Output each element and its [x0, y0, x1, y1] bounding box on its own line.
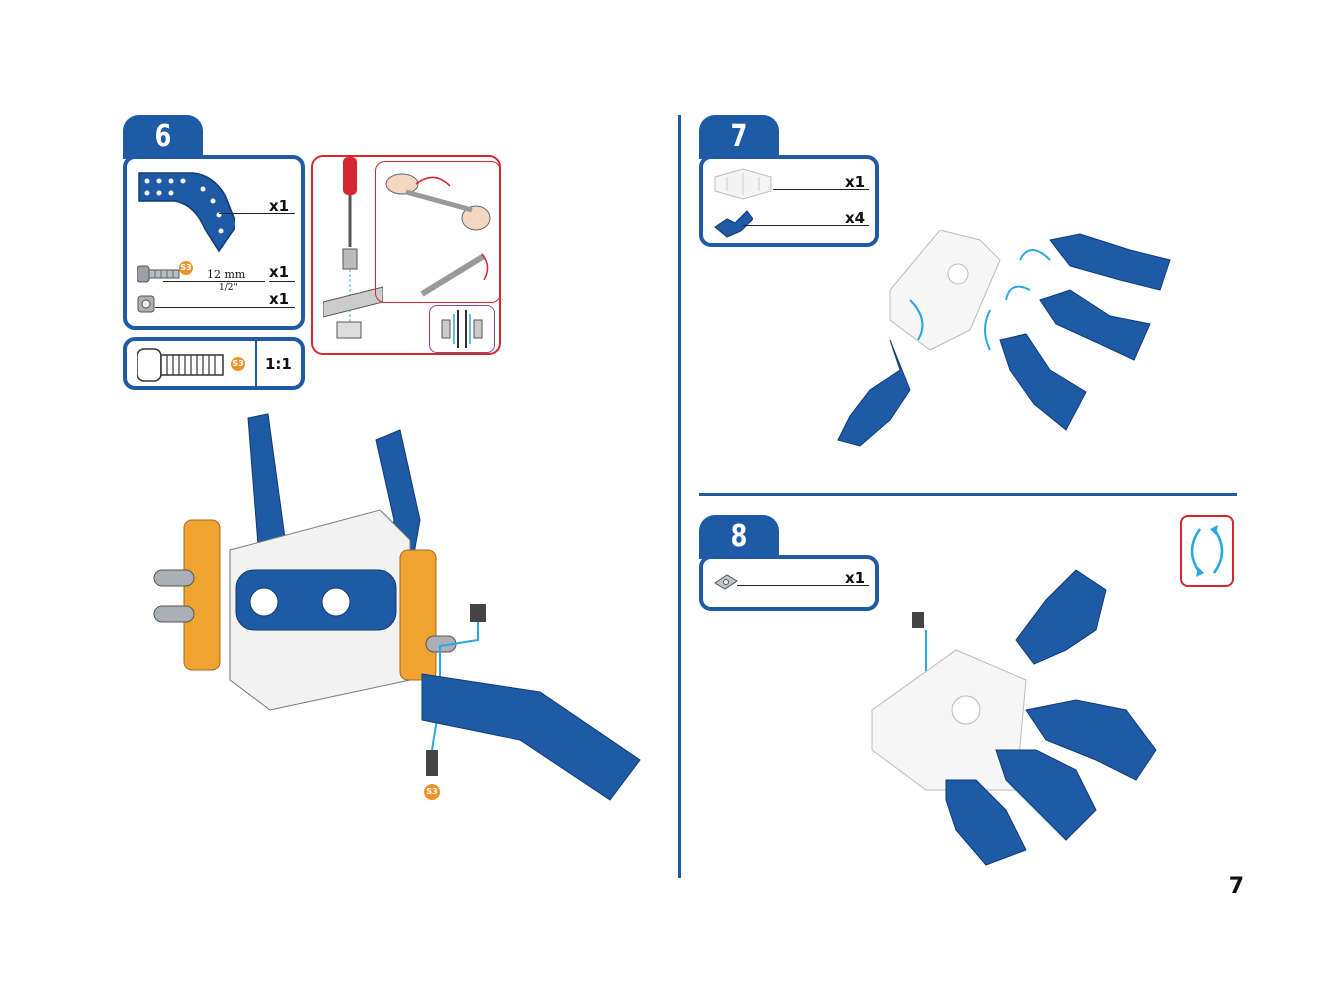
- hand-strip-illustration: [376, 162, 500, 302]
- screwdriver-detail-box: [311, 155, 501, 355]
- square-nut-icon: [713, 571, 739, 593]
- robot-body-assembly-illustration: [140, 410, 650, 810]
- step7-part-1-qty: x1: [845, 173, 865, 191]
- blue-finger-piece-icon: [713, 207, 753, 239]
- step-6-number: 6: [131, 115, 195, 159]
- strip-detail-inset: [375, 161, 501, 303]
- step-6-tab: 6: [123, 115, 203, 159]
- page-number: 7: [1229, 874, 1244, 899]
- vertical-divider: [678, 115, 681, 878]
- nut-icon: [137, 295, 155, 313]
- screwdriver-icon: [323, 157, 383, 347]
- step-8-tab: 8: [699, 515, 779, 559]
- clearance-icon: [430, 306, 494, 352]
- step8-part-1-qty: x1: [845, 569, 865, 587]
- clear-base-piece-icon: [713, 167, 773, 201]
- part-1-qty: x1: [269, 197, 289, 215]
- part-2-leader: [269, 281, 295, 282]
- rotate-model-badge: [1180, 515, 1234, 587]
- scale-box: S3 1:1: [123, 337, 305, 390]
- step-7-number: 7: [707, 115, 771, 159]
- part-3-qty: x1: [269, 290, 289, 308]
- hand-base-fingers-illustration: [830, 220, 1180, 450]
- part-2-length-in: 1/2": [219, 283, 238, 293]
- hand-square-nut-illustration: [866, 560, 1166, 870]
- rotate-arrows-icon: [1182, 517, 1232, 585]
- part-2-qty: x1: [269, 263, 289, 281]
- part-2-length-mm: 12 mm: [207, 268, 245, 281]
- step-8-number: 8: [707, 515, 771, 559]
- scale-divider: [255, 341, 257, 386]
- step-6-parts-box: x1 S3 12 mm 1/2" x1 x1: [123, 155, 305, 330]
- bolt-scale-icon: [137, 347, 227, 383]
- horizontal-divider: [699, 493, 1237, 496]
- assembly-code-badge: S3: [424, 784, 440, 800]
- scale-code-badge: S3: [231, 357, 245, 371]
- step-8-parts-box: x1: [699, 555, 879, 611]
- part-2-code-badge: S3: [179, 261, 193, 275]
- curved-strip-icon: [135, 165, 235, 255]
- clearance-detail-inset: [429, 305, 495, 353]
- scale-ratio: 1:1: [265, 355, 292, 373]
- part-2-dim-line: [163, 281, 265, 282]
- step-7-tab: 7: [699, 115, 779, 159]
